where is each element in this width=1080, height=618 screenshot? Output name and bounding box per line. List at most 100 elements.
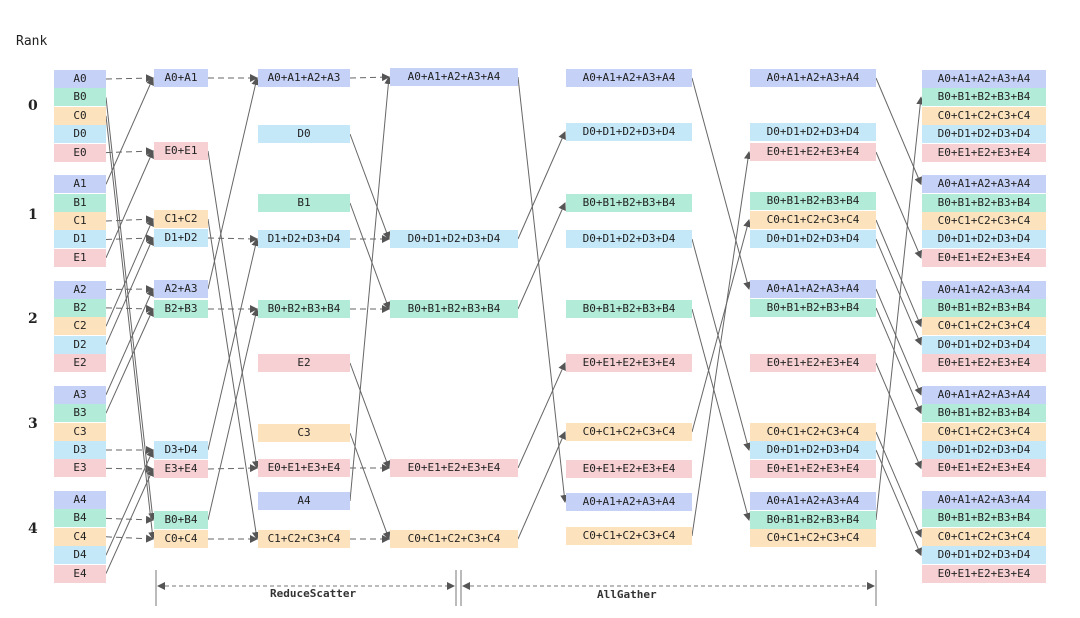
rank-1-label: 1 (28, 207, 38, 223)
data-cell-f-a4: A0+A1+A2+A3+A4 (922, 491, 1046, 509)
data-cell-s2-a: A0+A1+A2+A3 (258, 69, 350, 87)
data-cell-g1-a4: A0+A1+A2+A3+A4 (566, 493, 692, 511)
arrow-b0-to-s1-b04 (105, 97, 157, 521)
data-cell-f-e3: E0+E1+E2+E3+E4 (922, 459, 1046, 478)
data-cell-s1-a01: A0+A1 (154, 69, 208, 87)
data-cell-g2-a0: A0+A1+A2+A3+A4 (750, 69, 876, 87)
arrow-e4-to-s1-e34 (105, 468, 154, 574)
arrow-c2-to-s1-c12 (105, 218, 154, 327)
data-cell-f-c4: C0+C1+C2+C3+C4 (922, 527, 1046, 546)
data-cell-s2-b: B0+B2+B3+B4 (258, 300, 350, 318)
data-cell-e3: E3 (54, 459, 106, 478)
data-cell-d3: D3 (54, 440, 106, 459)
arrow-s2-b1-to-s3-b (349, 202, 391, 310)
data-cell-f-a1: A0+A1+A2+A3+A4 (922, 175, 1046, 194)
rank-axis-label: Rank (16, 34, 48, 49)
data-cell-f-b0: B0+B1+B2+B3+B4 (922, 88, 1046, 107)
data-cell-s3-c: C0+C1+C2+C3+C4 (390, 530, 518, 548)
data-cell-s1-d12: D1+D2 (154, 229, 208, 247)
data-cell-s3-a: A0+A1+A2+A3+A4 (390, 68, 518, 86)
data-cell-g1-b2: B0+B1+B2+B3+B4 (566, 300, 692, 318)
data-cell-f-e4: E0+E1+E2+E3+E4 (922, 564, 1046, 583)
data-cell-b4: B4 (54, 509, 106, 528)
data-cell-s3-b: B0+B1+B2+B3+B4 (390, 300, 518, 318)
data-cell-g1-b1: B0+B1+B2+B3+B4 (566, 194, 692, 212)
arrow-d4-to-s1-d34 (105, 449, 154, 556)
arrow-g2-d3-to-f-d4 (875, 449, 922, 557)
data-cell-s2-e: E0+E1+E3+E4 (258, 459, 350, 477)
data-cell-g1-c4: C0+C1+C2+C3+C4 (566, 527, 692, 545)
arrow-g1-c3-to-g2-c1 (691, 219, 752, 433)
data-cell-a4: A4 (54, 491, 106, 509)
data-cell-s1-e34: E3+E4 (154, 460, 208, 478)
data-cell-s2-a4: A4 (258, 492, 350, 510)
arrow-a2-to-s1-a23 (105, 285, 154, 294)
data-cell-f-d2: D0+D1+D2+D3+D4 (922, 335, 1046, 354)
arrow-s1-a23-to-s2-a (207, 77, 260, 290)
data-cell-f-a2: A0+A1+A2+A3+A4 (922, 280, 1046, 299)
data-cell-c3: C3 (54, 422, 106, 441)
data-cell-f-e0: E0+E1+E2+E3+E4 (922, 143, 1046, 162)
data-cell-g2-c1: C0+C1+C2+C3+C4 (750, 211, 876, 229)
data-cell-g2-c3: C0+C1+C2+C3+C4 (750, 423, 876, 441)
data-cell-s3-e: E0+E1+E2+E3+E4 (390, 459, 518, 477)
arrow-d2-to-s1-d12 (105, 237, 154, 345)
data-cell-f-e1: E0+E1+E2+E3+E4 (922, 248, 1046, 267)
data-cell-b1: B1 (54, 193, 106, 212)
data-cell-g2-e2: E0+E1+E2+E3+E4 (750, 354, 876, 372)
data-cell-c1: C1 (54, 212, 106, 231)
arrow-g1-b2-to-g2-b4 (691, 308, 752, 521)
arrow-c0-to-s1-c04 (105, 115, 157, 540)
data-cell-f-c0: C0+C1+C2+C3+C4 (922, 106, 1046, 125)
data-cell-f-c2: C0+C1+C2+C3+C4 (922, 317, 1046, 336)
arrow-s3-b-to-g1-b1 (517, 202, 566, 310)
arrow-a1-to-s1-a01 (105, 77, 154, 185)
data-cell-s2-e2: E2 (258, 354, 350, 372)
data-cell-g1-d1: D0+D1+D2+D3+D4 (566, 230, 692, 248)
data-cell-g2-b2: B0+B1+B2+B3+B4 (750, 299, 876, 317)
arrow-s2-a4-to-s3-a (349, 76, 393, 502)
data-cell-f-a0: A0+A1+A2+A3+A4 (922, 70, 1046, 88)
data-cell-g2-a2: A0+A1+A2+A3+A4 (750, 280, 876, 298)
arrow-g1-a0-to-g2-a2 (691, 77, 752, 290)
arrow-g2-c3-to-f-c4 (875, 431, 922, 538)
data-cell-d1: D1 (54, 230, 106, 249)
arrow-b3-to-s1-b23 (105, 308, 154, 414)
connector-arrows (105, 73, 925, 574)
data-cell-s1-a23: A2+A3 (154, 280, 208, 298)
data-cell-s1-b04: B0+B4 (154, 511, 208, 529)
arrow-s1-c12-to-s2-c (207, 218, 260, 540)
rank-0-label: 0 (28, 98, 38, 114)
data-cell-e4: E4 (54, 564, 106, 583)
arrow-s3-d-to-g1-d0 (517, 131, 566, 240)
reduce-scatter-label: ReduceScatter (270, 587, 357, 600)
arrow-c4-to-s1-c04 (105, 534, 154, 543)
rank-3-label: 3 (28, 416, 38, 432)
data-cell-b2: B2 (54, 298, 106, 317)
data-cell-f-d4: D0+D1+D2+D3+D4 (922, 546, 1046, 565)
data-cell-s1-b23: B2+B3 (154, 300, 208, 318)
data-cell-f-c1: C0+C1+C2+C3+C4 (922, 212, 1046, 231)
data-cell-c0: C0 (54, 106, 106, 125)
arrow-d1-to-s1-d12 (105, 234, 154, 243)
arrow-s1-e34-to-s2-e (207, 464, 258, 473)
data-cell-s2-d0: D0 (258, 125, 350, 143)
arrow-s1-d34-to-s2-d (207, 238, 260, 451)
arrow-g2-a2-to-f-a3 (875, 288, 922, 396)
data-cell-d2: D2 (54, 335, 106, 354)
arrow-g2-e2-to-f-e3 (875, 362, 922, 470)
arrow-g2-c1-to-f-c2 (875, 219, 922, 328)
arrow-s3-a-to-g1-a4 (517, 76, 569, 503)
arrow-s2-e2-to-s3-e (349, 362, 391, 469)
data-cell-g2-c4: C0+C1+C2+C3+C4 (750, 529, 876, 547)
data-cell-g1-d0: D0+D1+D2+D3+D4 (566, 123, 692, 141)
data-cell-s2-b1: B1 (258, 194, 350, 212)
arrow-s1-e01-to-s2-e (207, 150, 260, 469)
data-cell-s1-e01: E0+E1 (154, 142, 208, 160)
data-cell-g2-b4: B0+B1+B2+B3+B4 (750, 511, 876, 529)
data-cell-e2: E2 (54, 354, 106, 373)
arrow-g1-c4-to-g2-e0 (691, 151, 752, 537)
arrow-e1-to-s1-e01 (105, 150, 154, 259)
